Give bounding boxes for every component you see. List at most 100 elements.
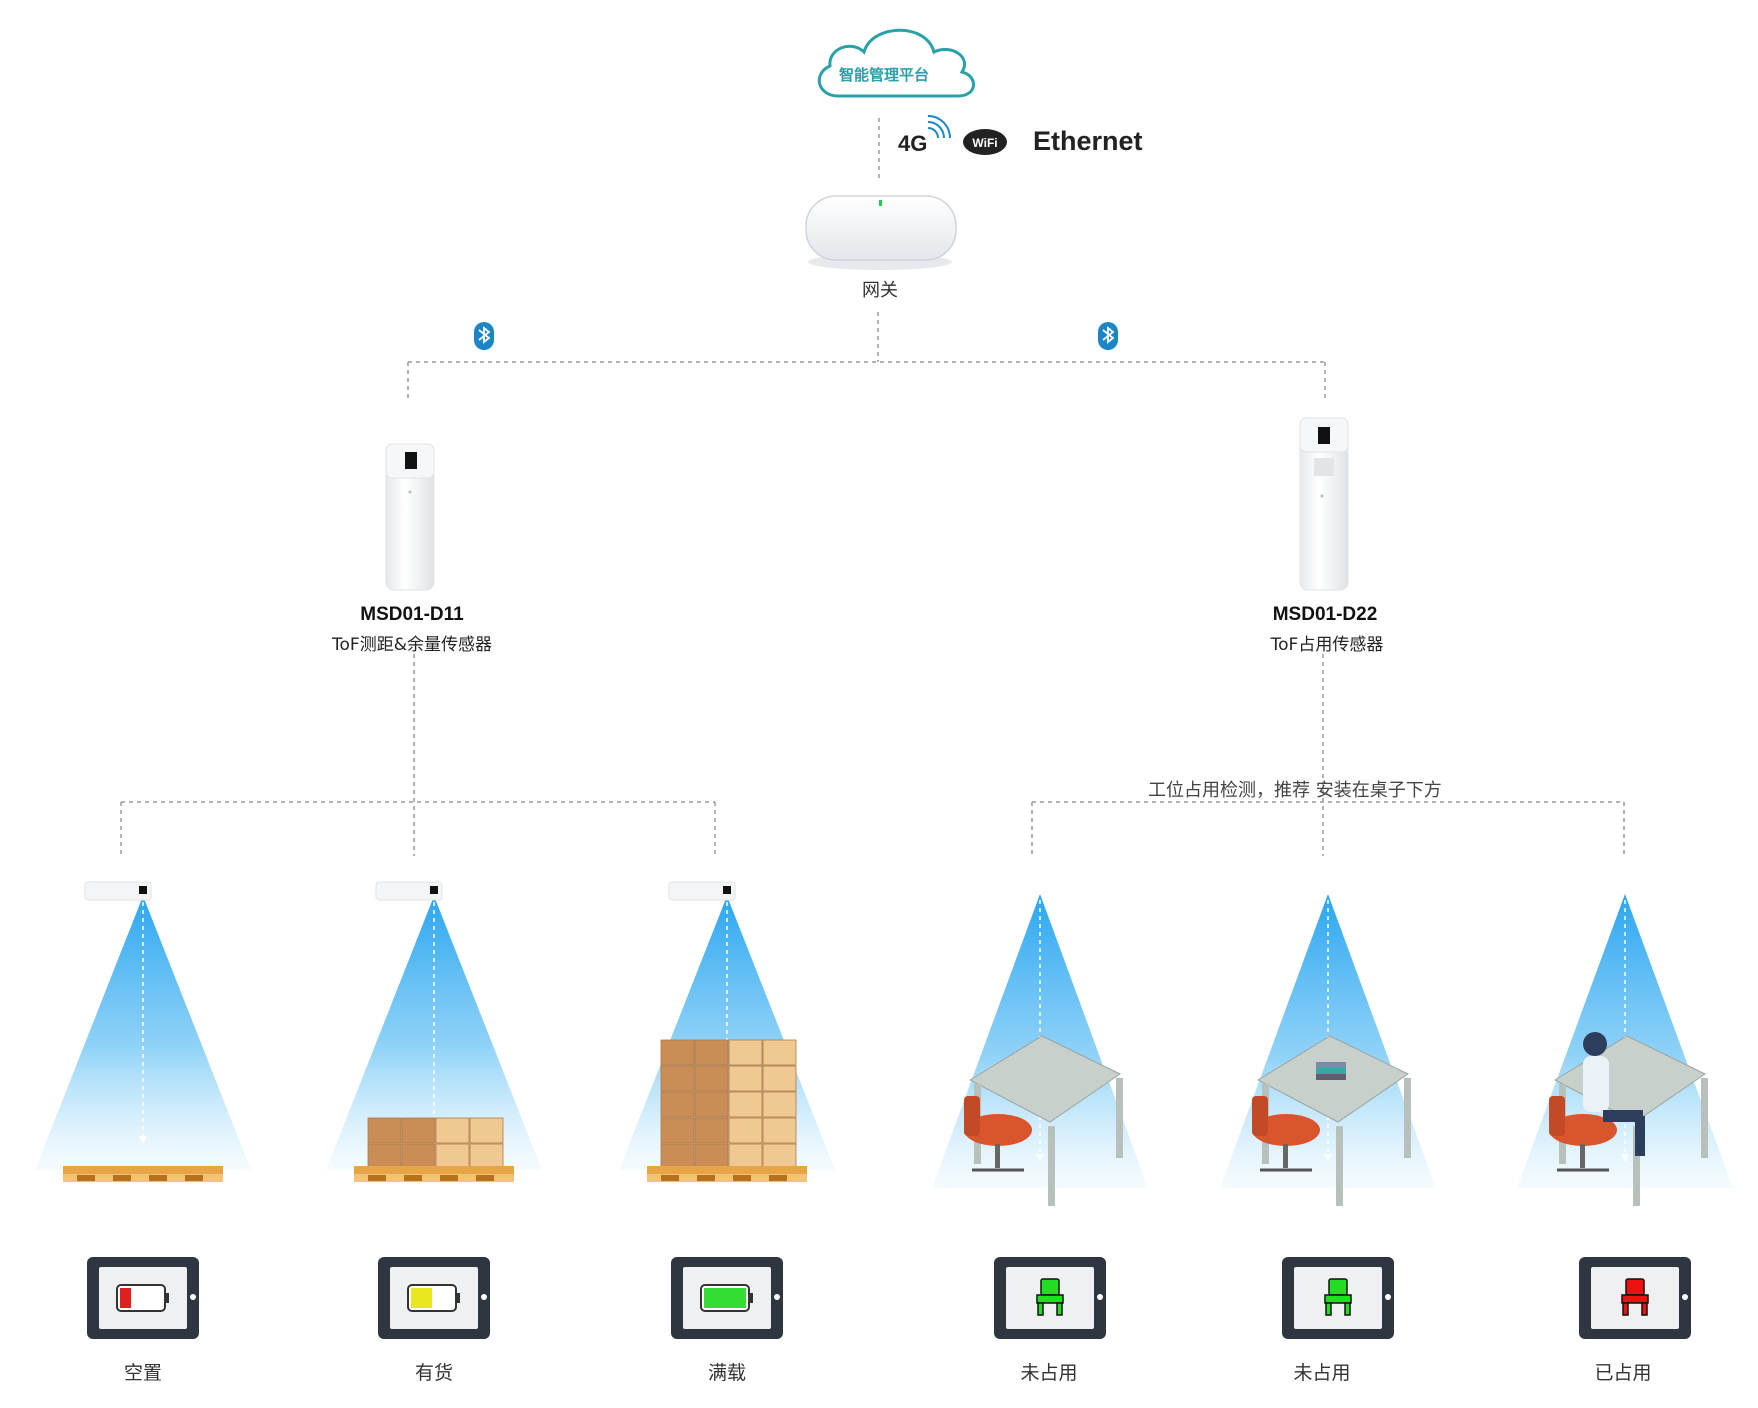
pallet-slot <box>476 1175 494 1181</box>
cargo-box-icon <box>660 1117 695 1144</box>
network-4g-label: 4G <box>898 131 928 156</box>
pallet-slot <box>149 1175 167 1181</box>
sensor-d22-model: MSD01-D22 <box>1272 604 1378 625</box>
scenes <box>35 881 1733 1339</box>
chair-back <box>964 1096 980 1136</box>
books-icon <box>1316 1062 1346 1068</box>
desk-leg <box>1336 1126 1343 1206</box>
connection-lines <box>120 118 1625 856</box>
cargo-box-icon <box>367 1117 402 1144</box>
cloud-label: 智能管理平台 <box>838 66 930 84</box>
cargo-box-icon <box>367 1143 402 1170</box>
battery-fill <box>411 1288 432 1308</box>
cargo-box-icon <box>728 1065 763 1092</box>
office-chair-icon <box>964 1114 1032 1146</box>
svg-text:WiFi: WiFi <box>972 136 997 150</box>
state-label-storage-1: 空置 <box>123 1362 163 1384</box>
chair-back <box>1252 1096 1268 1136</box>
desk-leg <box>1404 1078 1411 1158</box>
books-icon <box>1316 1068 1346 1074</box>
cargo-box-icon <box>694 1143 729 1170</box>
tablet-button <box>190 1294 196 1300</box>
pallet-slot <box>185 1175 203 1181</box>
tablet-button <box>1682 1294 1688 1300</box>
cargo-box-icon <box>435 1117 470 1144</box>
cargo-box-icon <box>762 1039 797 1066</box>
cargo-box-icon <box>435 1143 470 1170</box>
tablet-button <box>774 1294 780 1300</box>
cargo-box-icon <box>660 1143 695 1170</box>
cargo-box-icon <box>660 1065 695 1092</box>
sensor-d22-desc: ToF占用传感器 <box>1270 635 1384 655</box>
chair-status-seat <box>1621 1294 1649 1304</box>
pallet-icon <box>63 1166 223 1174</box>
wifi-icon: WiFi <box>963 129 1007 155</box>
tablet-button <box>481 1294 487 1300</box>
gateway-device-icon <box>805 195 957 270</box>
chair-status-icon <box>1328 1278 1348 1296</box>
state-label-storage-2: 有货 <box>414 1362 454 1384</box>
person-icon <box>1583 1032 1607 1056</box>
chair-post <box>995 1144 1000 1168</box>
chair-status-leg <box>1344 1302 1351 1316</box>
books-icon <box>1316 1074 1346 1080</box>
beam-arrow-head <box>1324 1154 1332 1162</box>
cargo-box-icon <box>694 1039 729 1066</box>
battery-tip <box>165 1293 169 1303</box>
chair-status-leg <box>1056 1302 1063 1316</box>
cargo-box-icon <box>728 1143 763 1170</box>
desk-leg <box>1116 1078 1123 1158</box>
tablet-button <box>1097 1294 1103 1300</box>
pallet-slot <box>769 1175 787 1181</box>
signal-icon <box>927 115 951 139</box>
sensor-d11-model: MSD01-D11 <box>360 604 464 625</box>
sensor-d11-desc: ToF测距&余量传感器 <box>332 635 492 655</box>
sensor-d11-device-icon <box>385 443 435 591</box>
pallet-slot <box>733 1175 751 1181</box>
cargo-box-icon <box>469 1117 504 1144</box>
bluetooth-icon <box>1098 322 1118 350</box>
chair-status-leg <box>1325 1302 1332 1316</box>
office-chair-icon <box>1549 1114 1617 1146</box>
desk-icon <box>968 1035 1121 1123</box>
bluetooth-icon <box>474 322 494 350</box>
chair-status-leg <box>1037 1302 1044 1316</box>
cargo-box-icon <box>762 1117 797 1144</box>
pallet-slot <box>368 1175 386 1181</box>
cargo-box-icon <box>401 1143 436 1170</box>
beam-arrow-head <box>1036 1154 1044 1162</box>
gateway-label: 网关 <box>862 280 898 301</box>
pallet-slot <box>440 1175 458 1181</box>
chair-post <box>1283 1144 1288 1168</box>
cargo-box-icon <box>728 1039 763 1066</box>
pallet-icon <box>647 1166 807 1174</box>
cargo-box-icon <box>728 1117 763 1144</box>
battery-fill <box>704 1288 746 1308</box>
desk-leg <box>1633 1126 1640 1206</box>
person-legs <box>1603 1110 1643 1122</box>
person-shin <box>1635 1116 1645 1156</box>
cargo-box-icon <box>694 1065 729 1092</box>
pallet-slot <box>77 1175 95 1181</box>
chair-status-seat <box>1324 1294 1352 1304</box>
sensor-d22-device-icon <box>1299 417 1349 591</box>
pallet-base <box>647 1174 807 1182</box>
sensor-lens <box>723 886 731 894</box>
desk-install-note: 工位占用检测，推荐 安装在桌子下方 <box>1148 780 1442 801</box>
cloud-icon <box>817 28 975 98</box>
cargo-box-icon <box>694 1091 729 1118</box>
pallet-slot <box>404 1175 422 1181</box>
ceiling-sensor-icon <box>375 881 443 901</box>
chair-post <box>1580 1144 1585 1168</box>
cargo-box-icon <box>762 1143 797 1170</box>
state-label-desk-3: 已占用 <box>1594 1362 1652 1384</box>
sensor-lens <box>139 886 147 894</box>
network-ethernet-label: Ethernet <box>1033 126 1143 156</box>
beam-arrow-head <box>1621 1154 1629 1162</box>
pallet-slot <box>113 1175 131 1181</box>
chair-status-seat <box>1036 1294 1064 1304</box>
person-body <box>1583 1056 1609 1112</box>
pallet-slot <box>697 1175 715 1181</box>
